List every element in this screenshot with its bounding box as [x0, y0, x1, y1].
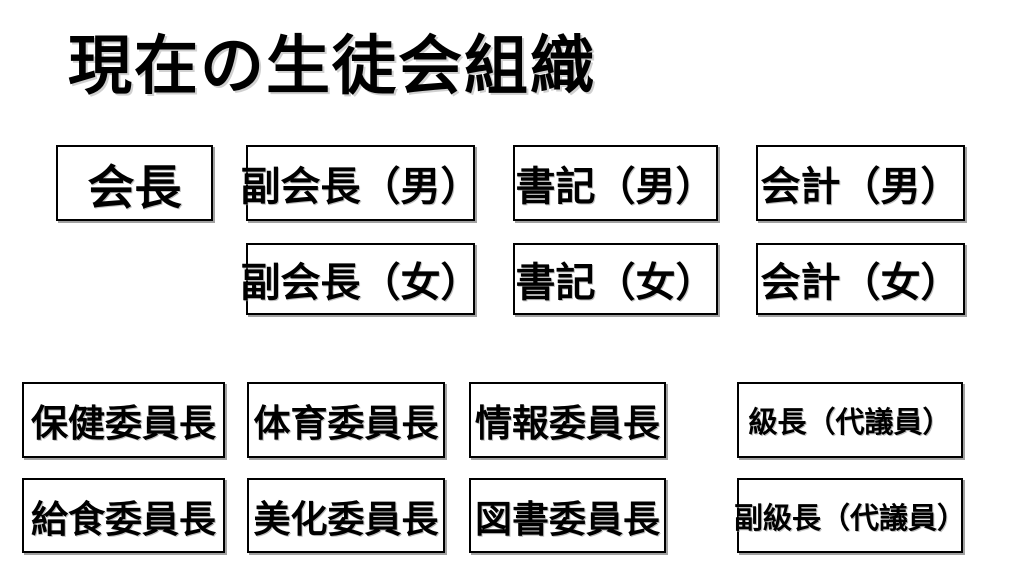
org-box-vice-class-rep: 副級長（代議員） — [734, 478, 967, 553]
slide-title: 現在の生徒会組織 — [68, 30, 596, 102]
org-box-vice-president-male: 副会長（男） — [241, 145, 481, 221]
org-box-library-committee-chair: 図書委員長 — [469, 478, 666, 553]
org-box-vice-president-male-label: 副会長（男） — [240, 165, 481, 209]
org-box-health-committee-chair: 保健委員長 — [22, 382, 225, 458]
org-box-treasurer-male: 会計（男） — [756, 145, 965, 221]
org-box-info-committee-chair: 情報委員長 — [469, 382, 666, 458]
org-box-class-rep: 級長（代議員） — [737, 382, 963, 458]
org-box-vice-class-rep-label: 副級長（代議員） — [734, 502, 967, 535]
org-box-president: 会長 — [56, 145, 213, 221]
org-box-pe-committee-chair-label: 体育委員長 — [253, 403, 439, 444]
org-box-vice-president-female-label: 副会長（女） — [240, 261, 481, 305]
org-box-library-committee-chair-label: 図書委員長 — [475, 498, 660, 540]
org-box-info-committee-chair-label: 情報委員長 — [475, 403, 660, 444]
org-box-treasurer-female-label: 会計（女） — [760, 261, 961, 305]
org-box-lunch-committee-chair: 給食委員長 — [22, 478, 225, 553]
org-box-treasurer-female: 会計（女） — [756, 243, 965, 315]
org-box-treasurer-male-label: 会計（男） — [760, 165, 961, 209]
org-box-beautification-committee-chair: 美化委員長 — [247, 478, 445, 553]
org-box-president-label: 会長 — [87, 160, 182, 214]
org-box-health-committee-chair-label: 保健委員長 — [31, 403, 216, 444]
org-box-secretary-male: 書記（男） — [513, 145, 718, 221]
org-box-beautification-committee-chair-label: 美化委員長 — [253, 498, 439, 540]
org-box-secretary-male-label: 書記（男） — [515, 165, 716, 209]
org-box-pe-committee-chair: 体育委員長 — [247, 382, 445, 458]
org-box-class-rep-label: 級長（代議員） — [748, 407, 952, 439]
org-box-secretary-female-label: 書記（女） — [515, 261, 716, 305]
org-box-secretary-female: 書記（女） — [513, 243, 718, 315]
org-box-lunch-committee-chair-label: 給食委員長 — [31, 498, 216, 540]
org-box-vice-president-female: 副会長（女） — [241, 243, 481, 315]
